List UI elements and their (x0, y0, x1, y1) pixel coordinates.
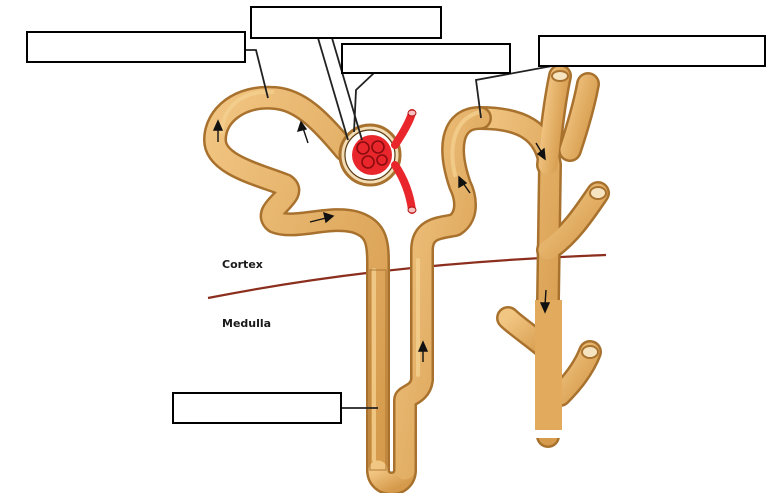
duct-opening-top (551, 70, 569, 82)
glomerulus (352, 109, 417, 214)
leader-line-top-right (474, 65, 553, 119)
flow-arrow (458, 175, 471, 194)
leader-line-top-center (317, 37, 349, 141)
label-box-bottom-left[interactable] (172, 392, 342, 424)
flow-arrow (212, 119, 224, 142)
flow-arrow (535, 142, 546, 161)
flow-arrow (296, 120, 309, 144)
region-label-cortex: Cortex (222, 258, 263, 271)
flow-arrow (539, 289, 551, 314)
leader-line-top-left (244, 49, 269, 99)
label-box-center[interactable] (341, 43, 511, 74)
duct-opening-bottom-right (581, 345, 599, 359)
flow-arrow (309, 211, 335, 224)
collecting-duct (468, 64, 610, 448)
flow-arrow (417, 340, 429, 362)
leader-line-top-center-2 (331, 37, 363, 141)
region-label-medulla: Medulla (222, 317, 272, 330)
leader-lines (244, 37, 553, 409)
leader-line-center (353, 72, 375, 133)
flow-arrows (212, 119, 551, 362)
label-box-top-center[interactable] (250, 6, 442, 39)
label-box-top-left[interactable] (26, 31, 246, 63)
nephron-tubule (203, 85, 492, 493)
duct-opening-top-right (589, 186, 607, 200)
label-box-top-right[interactable] (538, 35, 766, 67)
